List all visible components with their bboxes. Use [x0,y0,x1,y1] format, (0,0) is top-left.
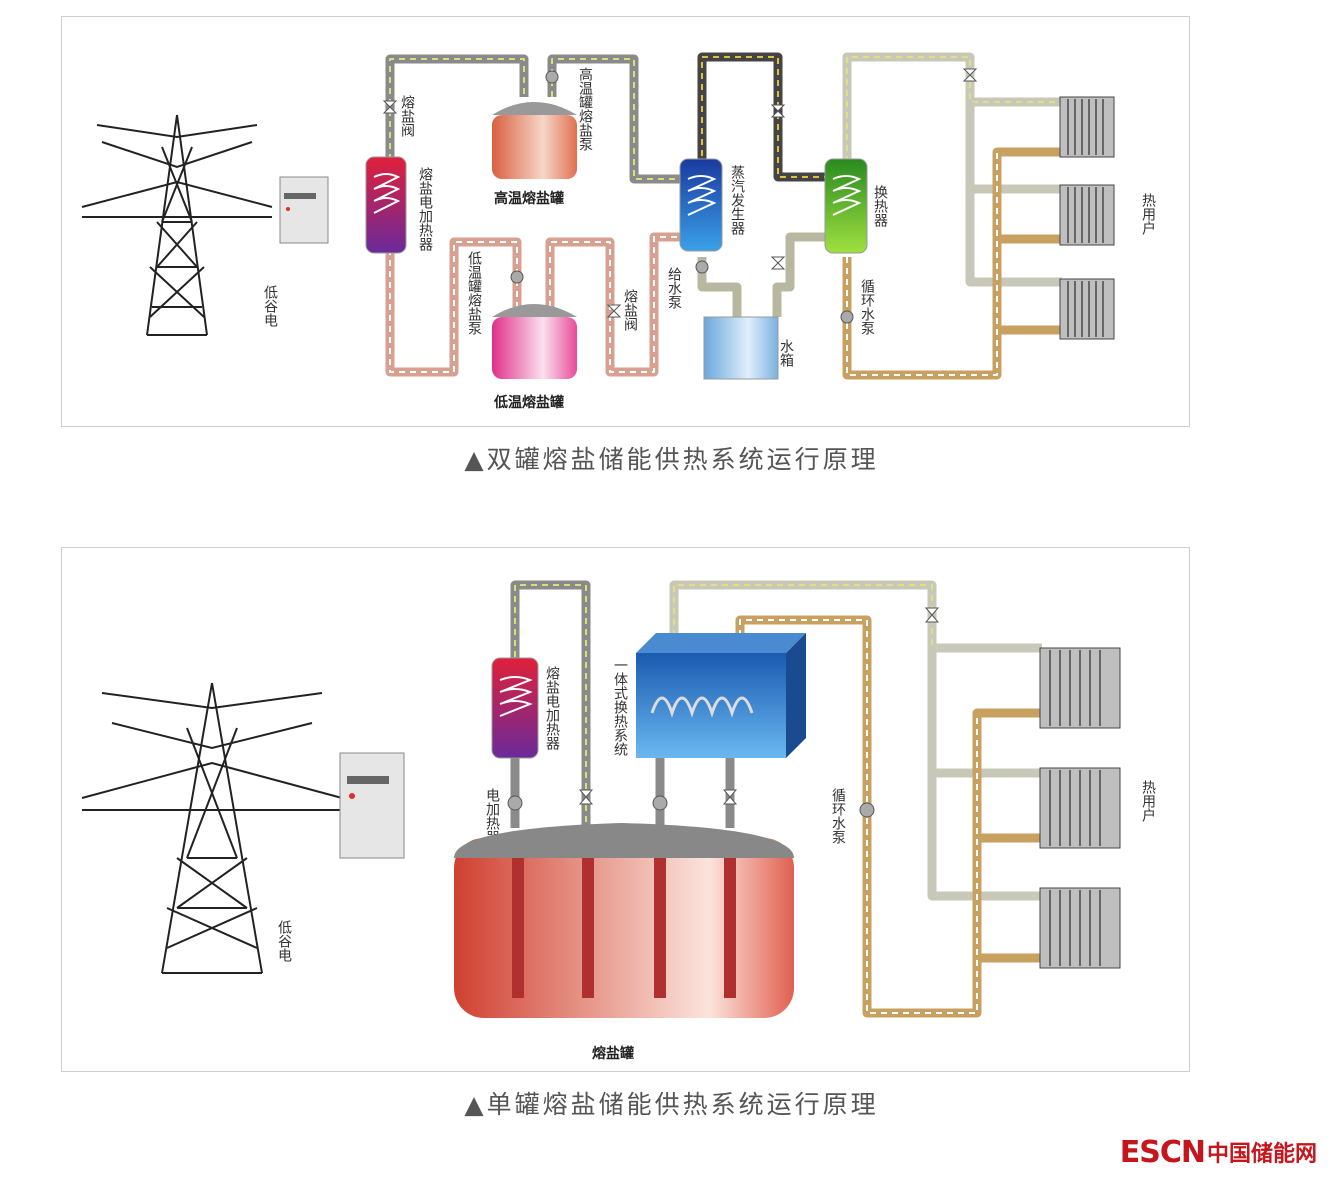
radiator-fins [1067,99,1104,337]
supply-valve[interactable] [962,68,978,82]
salt-valve-1[interactable] [382,100,398,114]
steam-generator-label: 蒸汽发生器 [729,165,745,235]
high-tank-pump-icon[interactable] [545,70,559,84]
water-tank [703,316,779,380]
supply-valve[interactable] [924,607,940,623]
radiator-fins [1049,650,1101,966]
high-tank-pump-label: 高温罐熔盐泵 [577,66,593,151]
circulation-pump-icon[interactable] [859,802,875,818]
circulation-pump-label: 循环水泵 [830,788,846,844]
circulation-pump-label: 循环水泵 [859,279,875,335]
salt-valve-2-label: 熔盐阀 [622,289,638,332]
salt-valve-2[interactable] [606,304,622,318]
escn-logo[interactable]: ESCN 中国储能网 [1120,1134,1317,1170]
salt-tank-label: 熔盐罐 [592,1045,634,1062]
salt-heater [491,657,539,759]
exchanger-pump-icon[interactable] [652,795,668,811]
high-tank-label: 高温熔盐罐 [494,190,564,207]
integrated-exchanger-label: 一体式换热系统 [612,658,628,757]
low-tank-pump-icon[interactable] [510,270,524,284]
single-tank-diagram: 低谷电 熔盐电加热器 电加热器熔盐泵 一体式换热系统 熔盐罐 循环水泵 热用户 [81,580,1156,1062]
power-tower-icon [81,682,343,974]
salt-tank [454,823,794,1018]
exchanger-valve[interactable] [722,789,738,805]
heat-users-label: 热用户 [1140,193,1156,236]
caption-single-tank: ▲单罐熔盐储能供热系统运行原理 [464,1090,879,1119]
heat-users-label: 热用户 [1140,780,1156,823]
double-tank-diagram: 低谷电 熔盐阀 熔盐电加热器 高温罐熔盐泵 高温熔盐罐 低温罐熔盐泵 低温熔盐罐… [81,52,1156,411]
valley-power-label: 低谷电 [276,920,292,962]
heat-exchanger [824,158,868,254]
control-cabinet [279,176,329,244]
diagram-panel-single-tank: 低谷电 熔盐电加热器 电加热器熔盐泵 一体式换热系统 熔盐罐 循环水泵 热用户 [61,547,1190,1072]
water-valve-1[interactable] [770,104,786,118]
water-valve-2[interactable] [770,256,786,270]
heat-exchanger-label: 换热器 [872,184,888,227]
feed-pump-label: 给水泵 [666,267,682,309]
water-tank-label: 水箱 [778,339,794,367]
low-tank-pump-label: 低温罐熔盐泵 [466,251,482,335]
salt-heater-label: 熔盐电加热器 [544,666,560,750]
circulation-pump-icon[interactable] [840,310,854,324]
power-tower-icon [81,114,273,336]
feed-pump-icon[interactable] [695,260,709,274]
salt-heater [365,156,407,254]
logo-cn: 中国储能网 [1206,1142,1317,1167]
salt-valve[interactable] [578,789,594,805]
diagram-panel-double-tank: 低谷电 熔盐阀 熔盐电加热器 高温罐熔盐泵 高温熔盐罐 低温罐熔盐泵 低温熔盐罐… [61,16,1190,427]
high-temp-tank [492,102,577,179]
steam-generator [679,158,723,252]
pipes [385,52,1062,380]
heater-pump-icon[interactable] [507,795,523,811]
caption-double-tank: ▲双罐熔盐储能供热系统运行原理 [464,445,879,474]
logo-en: ESCN [1119,1134,1206,1170]
salt-heater-label: 熔盐电加热器 [417,167,433,251]
salt-valve-1-label: 熔盐阀 [399,95,415,138]
control-cabinet [339,752,405,859]
valley-power-label: 低谷电 [236,285,278,327]
low-tank-label: 低温熔盐罐 [493,394,564,411]
low-temp-tank [492,304,577,379]
integrated-exchanger-box [636,633,806,758]
pipes [510,580,1042,1018]
